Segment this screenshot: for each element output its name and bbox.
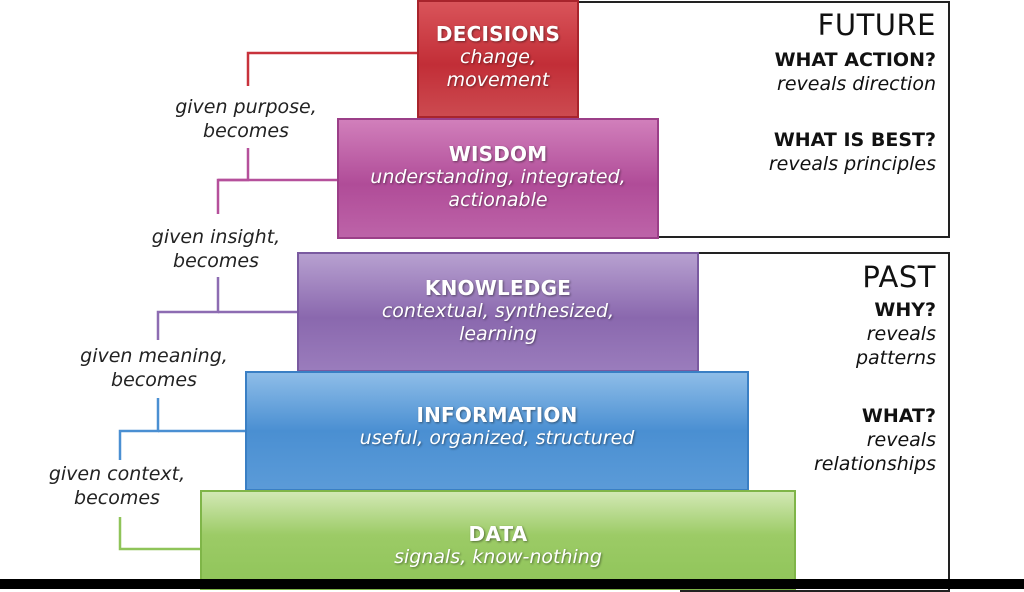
tier-data: DATA signals, know-nothing [200, 490, 796, 590]
transition-line: given context, [48, 463, 186, 485]
future-reveals: reveals direction [777, 73, 936, 95]
transition-line: given purpose, [175, 96, 317, 118]
transition-line: becomes [173, 250, 259, 272]
future-heading: FUTURE [817, 8, 936, 42]
bottom-black-bar [0, 579, 1024, 589]
tier-title: DATA [468, 522, 528, 546]
tier-title: INFORMATION [416, 403, 578, 427]
transition-line: becomes [203, 120, 289, 142]
tier-desc: signals, know-nothing [394, 546, 602, 568]
tier-decisions: DECISIONS change, movement [417, 0, 579, 118]
tier-title: WISDOM [448, 142, 548, 166]
connector-information [118, 398, 160, 460]
past-reveals: reveals [866, 429, 936, 451]
future-reveals: reveals principles [768, 153, 936, 175]
connector-knowledge [156, 277, 220, 340]
connector-decisions [246, 51, 418, 86]
connector-data [118, 517, 201, 551]
tier-information: INFORMATION useful, organized, structure… [245, 371, 749, 491]
tier-desc: actionable [448, 189, 548, 211]
past-panel: PAST WHY? reveals patterns WHAT? reveals… [814, 260, 936, 476]
tier-desc: contextual, synthesized, [381, 300, 615, 322]
past-heading: PAST [862, 260, 936, 294]
transition-line: becomes [111, 369, 197, 391]
tier-desc: learning [459, 323, 537, 345]
tier-desc: understanding, integrated, [370, 166, 626, 188]
future-question: WHAT IS BEST? [773, 129, 936, 151]
past-reveals: relationships [814, 453, 936, 475]
past-reveals: reveals [866, 323, 936, 345]
tier-title: KNOWLEDGE [424, 276, 572, 300]
past-question: WHY? [874, 299, 936, 321]
transition-line: given insight, [151, 226, 281, 248]
transition-label-insight: given insight,becomes [152, 225, 280, 273]
past-question: WHAT? [861, 405, 936, 427]
past-reveals: patterns [855, 347, 936, 369]
tier-wisdom: WISDOM understanding, integrated, action… [337, 118, 659, 239]
tier-desc: useful, organized, structured [359, 427, 635, 449]
tier-title: DECISIONS [435, 22, 561, 46]
transition-label-meaning: given meaning,becomes [80, 344, 228, 392]
transition-line: given meaning, [80, 345, 228, 367]
transition-label-purpose: given purpose,becomes [175, 95, 317, 143]
future-panel: FUTURE WHAT ACTION? reveals direction WH… [769, 8, 936, 176]
future-question: WHAT ACTION? [774, 49, 936, 71]
tier-knowledge: KNOWLEDGE contextual, synthesized, learn… [297, 252, 699, 372]
tier-desc: change, [460, 46, 536, 68]
transition-line: becomes [74, 487, 160, 509]
tier-desc: movement [446, 69, 550, 91]
transition-label-context: given context,becomes [49, 462, 185, 510]
